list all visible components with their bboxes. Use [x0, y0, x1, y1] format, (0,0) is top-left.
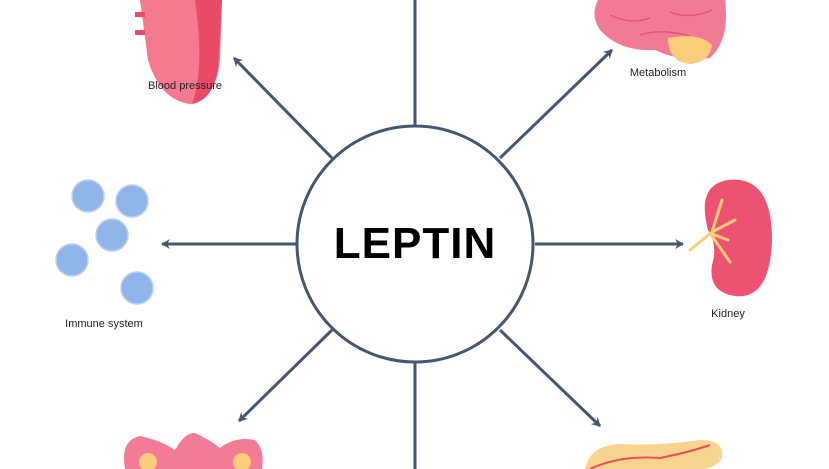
arrow-metabolism: [498, 48, 614, 160]
immune-cells-icon: [55, 179, 154, 305]
leptin-title: LEPTIN: [333, 219, 497, 268]
uterus-icon: [124, 432, 263, 469]
kidney-icon: [688, 179, 772, 297]
arrow-blood-pressure: [232, 56, 334, 160]
label-blood-pressure: Blood pressure: [148, 80, 222, 92]
label-immune-system: Immune system: [65, 318, 143, 330]
brain-icon: [594, 0, 726, 64]
heart-icon: [135, 0, 222, 104]
label-kidney: Kidney: [711, 308, 745, 320]
leptin-circle: [295, 124, 535, 364]
arrow-pancreas: [498, 328, 602, 428]
arrow-reproductive: [237, 328, 334, 423]
label-metabolism: Metabolism: [629, 67, 687, 79]
pancreas-icon: [585, 440, 723, 469]
